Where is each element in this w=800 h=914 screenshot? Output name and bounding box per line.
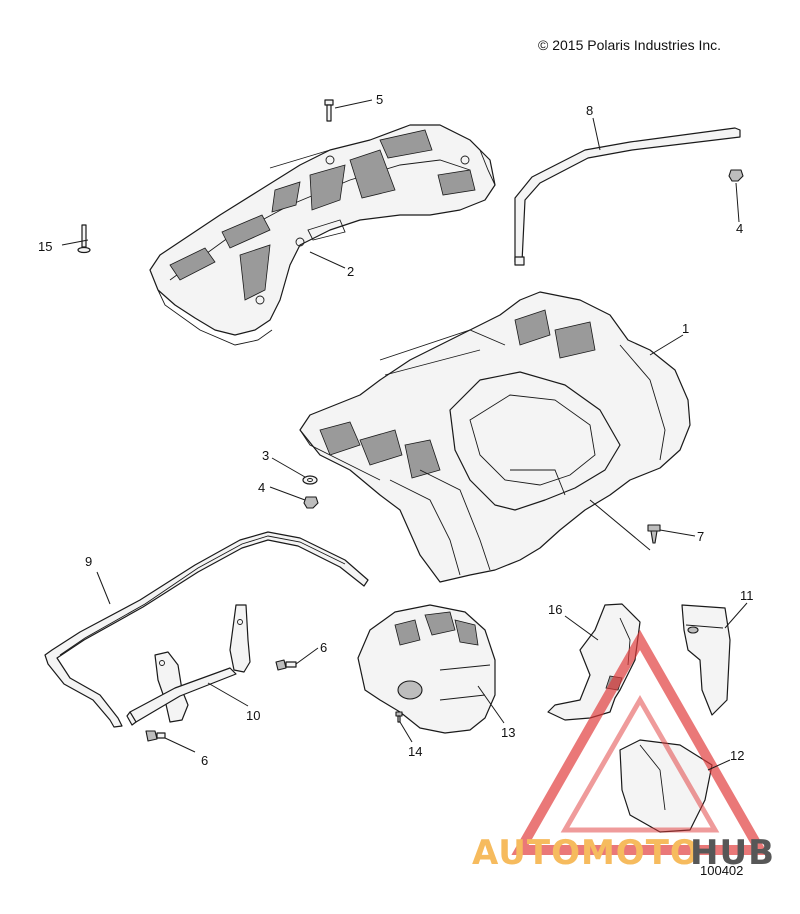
copyright-text: © 2015 Polaris Industries Inc. — [538, 37, 721, 53]
watermark-text-automoto: AUTOMOTO — [472, 833, 700, 873]
callout-15: 15 — [38, 239, 52, 254]
callout-5: 5 — [376, 92, 383, 107]
part-15-pin — [77, 224, 91, 254]
callout-1: 1 — [682, 321, 689, 336]
part-12-splash-panel — [619, 739, 713, 833]
callout-14: 14 — [408, 744, 422, 759]
callout-4-lower: 4 — [258, 480, 265, 495]
part-6-bolt-lower — [145, 730, 166, 742]
callout-11: 11 — [740, 588, 754, 603]
callout-6-upper: 6 — [320, 640, 327, 655]
callout-2: 2 — [347, 264, 354, 279]
callout-13: 13 — [501, 725, 515, 740]
part-7-push-rivet — [647, 524, 661, 544]
callout-4-upper: 4 — [736, 221, 743, 236]
callout-numbers: 1 2 3 4 4 5 6 6 7 8 9 10 11 12 13 14 15 … — [38, 92, 754, 768]
part-1-rear-fender — [299, 291, 691, 583]
callout-16: 16 — [548, 602, 562, 617]
automotohub-watermark-logo: AUTOMOTO HUB — [472, 629, 775, 873]
figure-number: 100402 — [700, 863, 743, 878]
part-4-nut-lower — [303, 496, 319, 509]
part-8-rail — [514, 127, 741, 266]
part-3-washer — [302, 475, 318, 485]
callout-7: 7 — [697, 529, 704, 544]
part-4-nut-upper — [728, 169, 744, 182]
part-10-bracket — [126, 604, 251, 726]
part-5-bolt — [324, 99, 334, 122]
part-14-screw — [395, 711, 403, 723]
callout-8: 8 — [586, 103, 593, 118]
callout-12: 12 — [730, 748, 744, 763]
watermark-text-hub: HUB — [690, 833, 775, 873]
part-9-long-rail — [44, 531, 369, 728]
callout-3: 3 — [262, 448, 269, 463]
part-2-rear-rack — [149, 124, 496, 346]
part-11-guard-plate — [681, 604, 731, 716]
part-6-bolt-upper — [275, 659, 297, 671]
callout-9: 9 — [85, 554, 92, 569]
leader-lines — [61, 99, 748, 771]
part-13-inner-panel — [357, 604, 496, 734]
callout-6-lower: 6 — [201, 753, 208, 768]
callout-10: 10 — [246, 708, 260, 723]
